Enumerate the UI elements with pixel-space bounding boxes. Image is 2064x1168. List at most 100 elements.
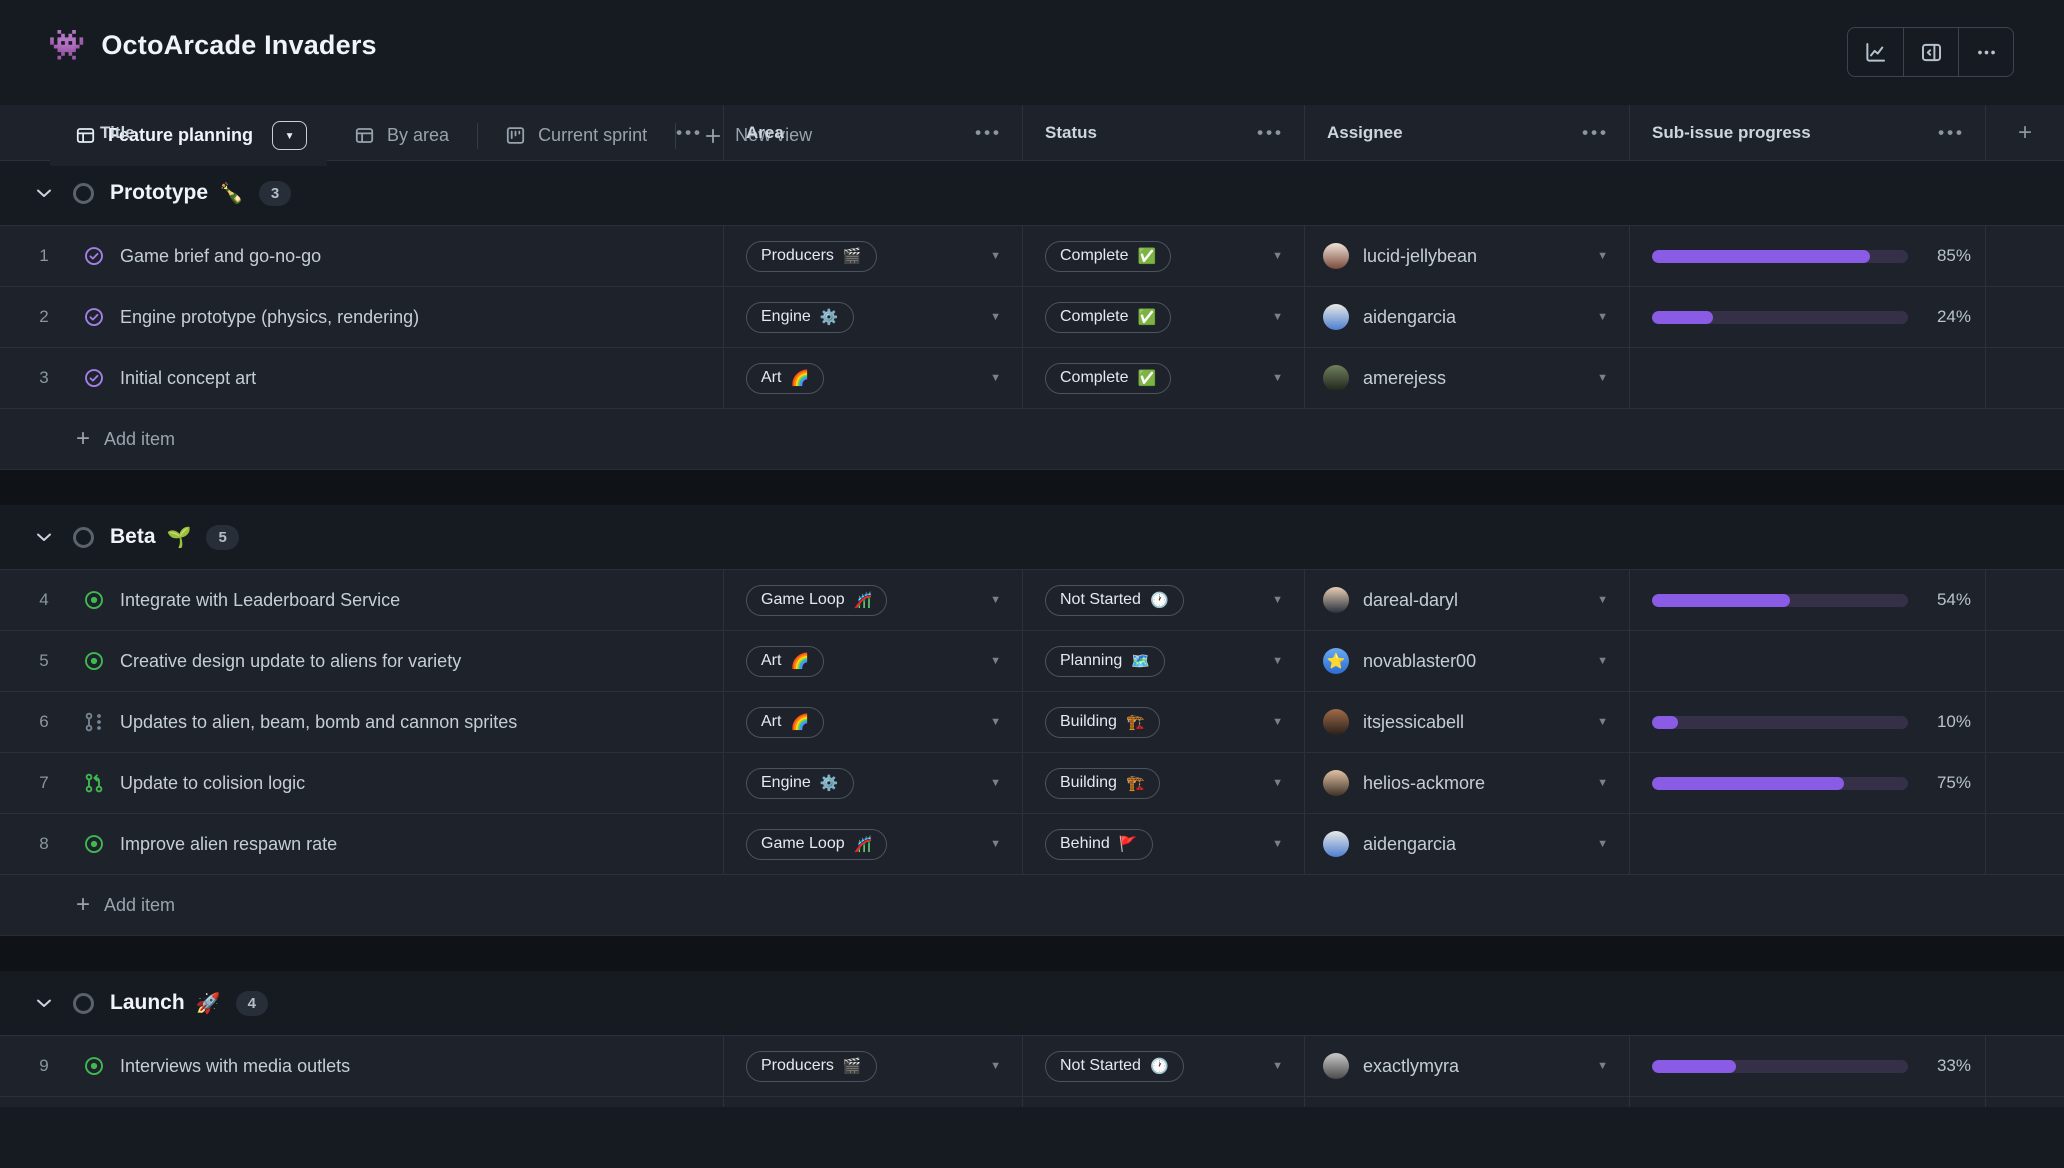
area-cell[interactable]: Art🌈 ▼ <box>723 348 1022 408</box>
area-pill[interactable]: Art🌈 <box>746 363 824 394</box>
side-panel-button[interactable] <box>1903 28 1958 76</box>
column-header-status[interactable]: Status ••• <box>1022 105 1304 160</box>
status-pill[interactable]: Not Started🕐 <box>1045 585 1184 616</box>
dropdown-caret-icon[interactable]: ▼ <box>990 655 1001 667</box>
assignee-cell[interactable]: ⭐ novablaster00 ▼ <box>1304 631 1629 691</box>
add-column-button[interactable]: + <box>1985 105 2064 160</box>
assignee-cell[interactable]: amerejess ▼ <box>1304 348 1629 408</box>
assignee-cell[interactable]: helios-ackmore ▼ <box>1304 753 1629 813</box>
area-cell[interactable]: Producers🎬 ▼ <box>723 226 1022 286</box>
status-cell[interactable]: Not Started🕐 ▼ <box>1022 1036 1304 1096</box>
add-item-button[interactable]: + Add item <box>0 874 2064 935</box>
item-title[interactable]: Interviews with media outlets <box>120 1056 350 1077</box>
area-pill[interactable]: Engine⚙️ <box>746 302 854 333</box>
column-menu-icon[interactable]: ••• <box>975 123 1002 143</box>
dropdown-caret-icon[interactable]: ▼ <box>990 250 1001 262</box>
status-pill[interactable]: Building🏗️ <box>1045 768 1160 799</box>
area-pill[interactable]: Producers🎬 <box>746 1051 877 1082</box>
dropdown-caret-icon[interactable]: ▼ <box>1272 311 1283 323</box>
column-menu-icon[interactable]: ••• <box>1938 123 1965 143</box>
area-cell[interactable]: Game Loop🎢 ▼ <box>723 814 1022 874</box>
assignee-cell[interactable]: aidengarcia ▼ <box>1304 814 1629 874</box>
area-cell[interactable]: Engine⚙️ ▼ <box>723 287 1022 347</box>
dropdown-caret-icon[interactable]: ▼ <box>1597 655 1608 667</box>
status-pill[interactable]: Building🏗️ <box>1045 707 1160 738</box>
title-cell[interactable]: 2 Engine prototype (physics, rendering) <box>0 287 723 347</box>
dropdown-caret-icon[interactable]: ▼ <box>1272 1060 1283 1072</box>
dropdown-caret-icon[interactable]: ▼ <box>990 716 1001 728</box>
dropdown-caret-icon[interactable]: ▼ <box>1597 838 1608 850</box>
column-menu-icon[interactable]: ••• <box>1582 123 1609 143</box>
item-title[interactable]: Creative design update to aliens for var… <box>120 651 461 672</box>
area-cell[interactable]: Producers🎬 ▼ <box>723 1036 1022 1096</box>
assignee-cell[interactable]: exactlymyra ▼ <box>1304 1036 1629 1096</box>
item-title[interactable]: Improve alien respawn rate <box>120 834 337 855</box>
column-header-area[interactable]: Area ••• <box>723 105 1022 160</box>
group-collapse-button[interactable] <box>24 998 64 1008</box>
title-cell[interactable]: 3 Initial concept art <box>0 348 723 408</box>
column-menu-icon[interactable]: ••• <box>1257 123 1284 143</box>
column-header-assignee[interactable]: Assignee ••• <box>1304 105 1629 160</box>
dropdown-caret-icon[interactable]: ▼ <box>1272 777 1283 789</box>
more-options-button[interactable] <box>1958 28 2013 76</box>
dropdown-caret-icon[interactable]: ▼ <box>1597 250 1608 262</box>
assignee-cell[interactable]: aidengarcia ▼ <box>1304 287 1629 347</box>
dropdown-caret-icon[interactable]: ▼ <box>1597 372 1608 384</box>
dropdown-caret-icon[interactable]: ▼ <box>1272 250 1283 262</box>
area-pill[interactable]: Engine⚙️ <box>746 768 854 799</box>
title-cell[interactable]: 4 Integrate with Leaderboard Service <box>0 570 723 630</box>
assignee-cell[interactable]: itsjessicabell ▼ <box>1304 692 1629 752</box>
dropdown-caret-icon[interactable]: ▼ <box>1272 372 1283 384</box>
dropdown-caret-icon[interactable]: ▼ <box>1597 311 1608 323</box>
area-cell[interactable]: Game Loop🎢 ▼ <box>723 570 1022 630</box>
title-cell[interactable]: 7 Update to colision logic <box>0 753 723 813</box>
status-cell[interactable]: Complete✅ ▼ <box>1022 287 1304 347</box>
title-cell[interactable]: 8 Improve alien respawn rate <box>0 814 723 874</box>
column-menu-icon[interactable]: ••• <box>676 123 703 143</box>
dropdown-caret-icon[interactable]: ▼ <box>990 311 1001 323</box>
dropdown-caret-icon[interactable]: ▼ <box>1597 594 1608 606</box>
dropdown-caret-icon[interactable]: ▼ <box>990 777 1001 789</box>
item-title[interactable]: Initial concept art <box>120 368 256 389</box>
status-pill[interactable]: Planning🗺️ <box>1045 646 1165 677</box>
item-title[interactable]: Updates to alien, beam, bomb and cannon … <box>120 712 517 733</box>
group-collapse-button[interactable] <box>24 188 64 198</box>
title-cell[interactable]: 1 Game brief and go-no-go <box>0 226 723 286</box>
status-cell[interactable]: Building🏗️ ▼ <box>1022 753 1304 813</box>
status-cell[interactable]: Complete✅ ▼ <box>1022 348 1304 408</box>
area-pill[interactable]: Producers🎬 <box>746 241 877 272</box>
assignee-cell[interactable]: lucid-jellybean ▼ <box>1304 226 1629 286</box>
add-item-button[interactable]: + Add item <box>0 408 2064 469</box>
status-cell[interactable]: Behind🚩 ▼ <box>1022 814 1304 874</box>
dropdown-caret-icon[interactable]: ▼ <box>1272 655 1283 667</box>
status-pill[interactable]: Behind🚩 <box>1045 829 1153 860</box>
dropdown-caret-icon[interactable]: ▼ <box>990 594 1001 606</box>
area-pill[interactable]: Art🌈 <box>746 646 824 677</box>
status-cell[interactable]: Complete✅ ▼ <box>1022 226 1304 286</box>
status-cell[interactable]: Building🏗️ ▼ <box>1022 692 1304 752</box>
area-pill[interactable]: Art🌈 <box>746 707 824 738</box>
dropdown-caret-icon[interactable]: ▼ <box>990 1060 1001 1072</box>
area-cell[interactable]: Art🌈 ▼ <box>723 631 1022 691</box>
dropdown-caret-icon[interactable]: ▼ <box>1597 1060 1608 1072</box>
insights-button[interactable] <box>1848 28 1903 76</box>
dropdown-caret-icon[interactable]: ▼ <box>990 372 1001 384</box>
group-collapse-button[interactable] <box>24 532 64 542</box>
area-pill[interactable]: Game Loop🎢 <box>746 585 887 616</box>
dropdown-caret-icon[interactable]: ▼ <box>990 838 1001 850</box>
item-title[interactable]: Engine prototype (physics, rendering) <box>120 307 419 328</box>
status-cell[interactable]: Planning🗺️ ▼ <box>1022 631 1304 691</box>
status-pill[interactable]: Complete✅ <box>1045 302 1171 333</box>
area-pill[interactable]: Game Loop🎢 <box>746 829 887 860</box>
dropdown-caret-icon[interactable]: ▼ <box>1597 777 1608 789</box>
dropdown-caret-icon[interactable]: ▼ <box>1597 716 1608 728</box>
title-cell[interactable]: 6 Updates to alien, beam, bomb and canno… <box>0 692 723 752</box>
item-title[interactable]: Integrate with Leaderboard Service <box>120 590 400 611</box>
title-cell[interactable]: 9 Interviews with media outlets <box>0 1036 723 1096</box>
area-cell[interactable]: Engine⚙️ ▼ <box>723 753 1022 813</box>
column-header-progress[interactable]: Sub-issue progress ••• <box>1629 105 1985 160</box>
status-pill[interactable]: Complete✅ <box>1045 363 1171 394</box>
dropdown-caret-icon[interactable]: ▼ <box>1272 838 1283 850</box>
title-cell[interactable]: 5 Creative design update to aliens for v… <box>0 631 723 691</box>
item-title[interactable]: Update to colision logic <box>120 773 305 794</box>
